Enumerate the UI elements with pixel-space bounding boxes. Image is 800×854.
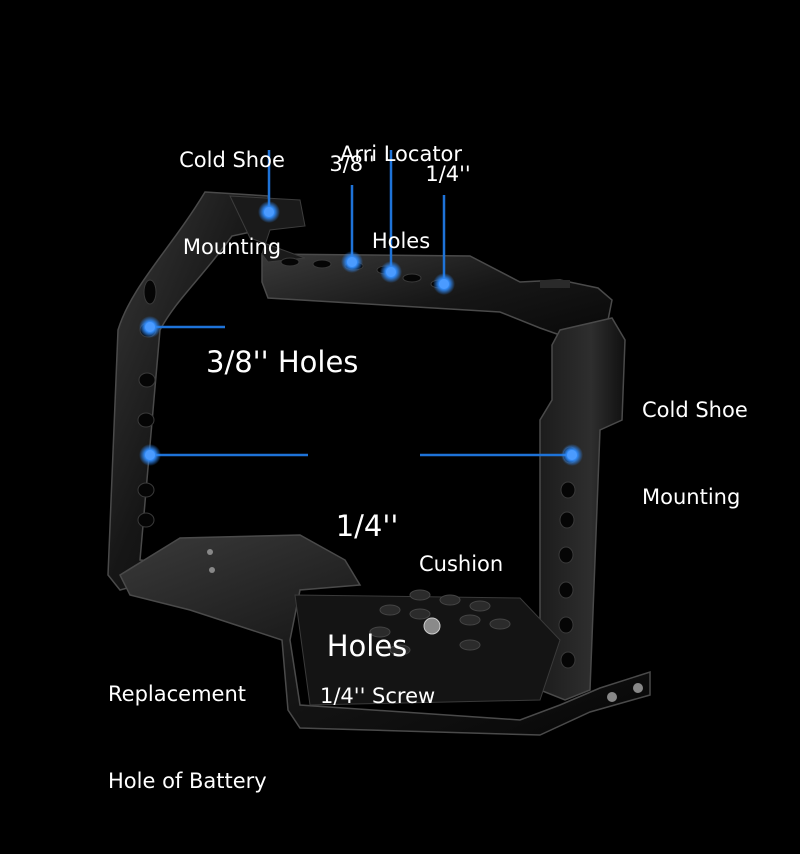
cold-shoe-right-line1: Cold Shoe <box>642 398 748 422</box>
three-eighths-top-label: 3/8'' <box>329 152 375 176</box>
cold-shoe-top-label: Cold Shoe Mounting <box>170 88 294 320</box>
arri-locator-label: Arri Locator Holes <box>326 82 476 314</box>
cold-shoe-top-line1: Cold Shoe <box>179 148 285 172</box>
battery-line1: Replacement <box>108 682 246 706</box>
screw-label: 1/4'' Screw <box>320 684 436 708</box>
callout-lines <box>150 150 572 457</box>
battery-line2: Hole of Battery <box>108 769 267 793</box>
callout-dots <box>139 201 583 466</box>
quarter-holes-label: 1/4'' Holes <box>312 426 422 746</box>
cage-base-plate <box>119 534 651 736</box>
three-eighths-holes-label: 3/8'' Holes <box>206 345 359 379</box>
quarter-top-label: 1/4'' <box>425 162 471 186</box>
battery-hole-label: Replacement Hole of Battery <box>108 622 267 854</box>
quarter-inch-screw <box>423 617 441 635</box>
quarter-holes-line1: 1/4'' <box>335 509 399 543</box>
cushion-pads <box>369 589 511 656</box>
cushion-label: Cushion <box>419 552 504 576</box>
cold-shoe-right-label: Cold Shoe Mounting <box>642 338 748 570</box>
cage-right-side <box>539 317 626 701</box>
quarter-holes-line2: Holes <box>326 629 408 663</box>
cold-shoe-right-line2: Mounting <box>642 485 741 509</box>
arri-line2: Holes <box>371 229 431 253</box>
arri-line1: Arri Locator <box>339 142 463 166</box>
product-photo: Cold Shoe Mounting Arri Locator Holes 3/… <box>107 82 748 793</box>
camera-cage-illustration <box>107 150 651 736</box>
cold-shoe-top-line2: Mounting <box>182 235 282 259</box>
